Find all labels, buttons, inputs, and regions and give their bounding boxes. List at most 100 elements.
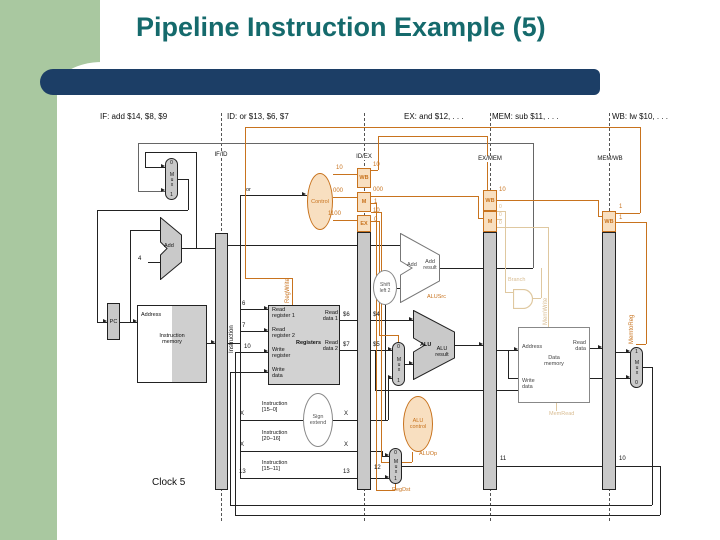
mux-top-value: 0 [170,160,173,166]
wire [497,390,518,391]
wire [188,179,189,210]
mux-bottom-value: 1 [394,476,397,482]
arrowhead [264,306,270,310]
memtoreg-signal-label: MemtoReg [629,314,635,344]
instruction-memory-box [137,305,207,383]
value-mem-dest: 11 [500,456,507,462]
mux-word: Mux [396,356,402,372]
arrowhead [302,192,308,196]
imem-address-label: Address [141,312,162,318]
memwb-wb-box: WB [602,211,616,232]
value-ctrl-wb: 10 [336,165,343,171]
wire [598,216,602,217]
wire [548,227,549,327]
registers-box [268,305,340,385]
wire [440,268,483,269]
wire [381,212,382,462]
alu-label: ALU [420,342,432,348]
mux-bottom-value: 0 [635,380,638,386]
wire [616,222,646,223]
value-write-reg: 10 [244,344,251,350]
branch-add-shape [400,233,440,303]
wire [616,352,630,353]
wire [640,127,641,213]
value-imm-out: X [344,411,349,417]
data-memory-box [518,327,590,403]
pc-add-shape [160,217,182,280]
arrowhead [479,342,485,346]
clock-cycle-label: Clock 5 [152,477,186,488]
wire [371,203,376,204]
value-exmem-m1: 0 [499,204,502,210]
wire [398,335,399,342]
wire [138,143,139,191]
wire [533,298,541,299]
arrowhead [264,349,270,353]
memread-signal-label: MemRead [549,411,575,417]
value-rd-in: 13 [239,469,246,475]
wire [376,203,377,490]
ifid-register-bar [215,233,228,490]
wire [138,191,165,192]
value-exmem-m3: 0 [499,220,502,226]
navy-divider-bar [40,69,600,95]
value-read-data1: $6 [343,312,350,318]
arrowhead [161,164,167,168]
wire [379,335,398,336]
wire [371,420,388,421]
alusrc-signal-label: ALUSrc [427,294,446,300]
wire [371,478,389,479]
idex-wb-box: WB [357,168,371,188]
wire [371,320,413,321]
regdst-signal-label: RegDst [392,487,411,493]
idex-ex-box: EX [357,215,371,232]
wire [228,245,400,246]
arrowhead [409,317,415,321]
arrowhead [388,375,394,379]
stage-label-ex: EX: and $12, . . . [404,112,464,121]
alu-shape [413,310,455,380]
arrowhead [161,188,167,192]
wire [245,278,292,279]
wire [240,195,241,478]
wire [333,174,357,175]
branch-signal-label: Branch [508,277,526,283]
wire [376,490,395,491]
wire [455,345,483,346]
mux-word: Mux [393,458,399,474]
mux-word: Mux [169,171,175,187]
value-idex-aluop: 10 [373,208,380,214]
wire [120,322,137,323]
wire [478,218,483,219]
branch-and-gate [513,289,534,309]
idex-register-bar [357,232,371,490]
wire [235,515,660,516]
wire [402,466,483,467]
pipereg-label-ifid: IF/ID [208,152,234,158]
mux-top-value: 1 [635,349,638,355]
wire [375,390,483,391]
mux-word: Mux [634,360,640,375]
exmem-wb-box: WB [483,190,497,211]
read-register2-label: Read register 2 [272,327,295,340]
aluop-signal-label: ALUOp [419,451,438,457]
wire [130,230,160,231]
wire [497,466,602,467]
arrowhead [133,319,139,323]
arrowhead [388,347,394,351]
wire [505,292,513,293]
arrowhead [409,361,415,365]
mux-top-value: 0 [394,450,397,456]
wire [230,372,231,505]
add-constant-4: 4 [138,256,142,262]
wire [292,278,293,305]
wire [230,505,652,506]
wire [145,152,196,153]
wire [378,136,379,170]
field-20-16-label: Instruction [20–16] [262,430,288,443]
sign-extend-oval: Sign extend [303,393,333,447]
wire [497,350,518,351]
wire [660,466,661,515]
regwrite-signal-label: RegWrite [285,278,291,303]
